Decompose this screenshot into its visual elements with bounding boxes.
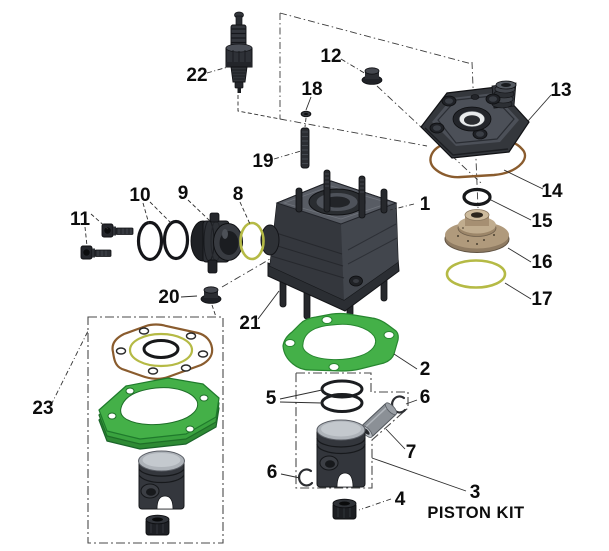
callout-4: 4 [395, 489, 406, 510]
base-flange-nut [200, 286, 222, 304]
head-insert [444, 209, 510, 253]
callout-5: 5 [266, 388, 277, 409]
callout-12: 12 [320, 46, 341, 67]
callout-18: 18 [301, 79, 322, 100]
callout-8: 8 [233, 184, 244, 205]
callout-16: 16 [531, 252, 552, 273]
piston-kit-box [295, 372, 409, 489]
kit-needle-bearing [145, 514, 170, 536]
callout-15: 15 [531, 211, 553, 232]
callout-17: 17 [531, 289, 552, 310]
kit-base-gasket-stack [98, 377, 220, 450]
stud-washer [300, 110, 312, 118]
callout-3: 3 [470, 482, 481, 503]
callout-6b: 6 [267, 462, 278, 483]
insert-o-ring [445, 259, 507, 289]
piston [316, 419, 366, 488]
socket-bolts [80, 223, 134, 260]
cylinder-base-gasket [282, 312, 399, 372]
kit-head-gasket [111, 323, 214, 380]
head-o-ring [462, 187, 492, 207]
callout-7: 7 [406, 442, 417, 463]
piston-kit-label: PISTON KIT [427, 504, 524, 522]
callout-14: 14 [541, 181, 563, 202]
callout-10: 10 [129, 185, 150, 206]
wrist-pin [360, 402, 398, 438]
piston-rings [320, 379, 364, 413]
needle-bearing [332, 498, 357, 520]
cylinder [260, 169, 400, 320]
callout-22: 22 [186, 65, 207, 86]
callout-1: 1 [420, 194, 431, 215]
valve-yellow-o-ring [239, 221, 265, 261]
cylinder-bore [308, 188, 366, 216]
callout-20: 20 [158, 287, 179, 308]
cylinder-head [420, 80, 530, 159]
callout-21: 21 [239, 313, 261, 334]
spark-plug [225, 11, 253, 93]
callout-labels: 22 12 18 19 13 14 15 16 17 1 11 10 9 8 2… [32, 46, 571, 522]
callout-23: 23 [32, 398, 53, 419]
cylinder-stud [300, 127, 310, 169]
callout-19: 19 [252, 151, 273, 172]
head-bolt-bosses [429, 93, 501, 140]
callout-6a: 6 [420, 387, 431, 408]
head-combustion-bore [452, 106, 492, 132]
kit-piston [138, 450, 185, 510]
exhaust-boss [260, 224, 280, 256]
gasket-kit-box [87, 316, 224, 544]
exhaust-valve-assembly [190, 212, 243, 274]
callout-2: 2 [420, 359, 431, 380]
circlip-bottom [298, 468, 314, 487]
head-flange-nut [361, 67, 383, 85]
callout-11: 11 [70, 209, 91, 230]
callout-9: 9 [178, 183, 189, 204]
valve-o-rings [136, 219, 190, 262]
cylinder-top-studs [295, 169, 388, 219]
callout-13: 13 [550, 80, 571, 101]
leader-lines [50, 58, 552, 511]
